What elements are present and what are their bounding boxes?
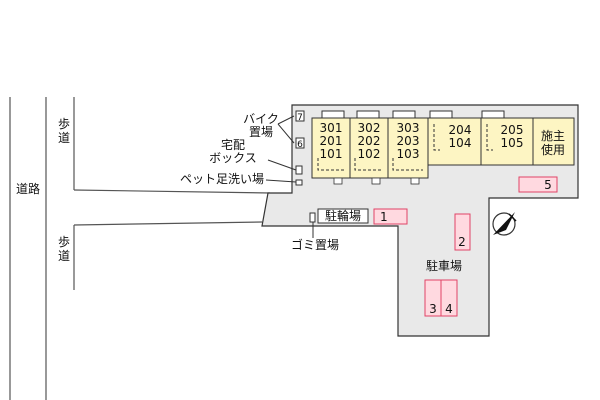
parking-area: 1 2 3 4 5 — [373, 176, 558, 317]
parking-space-number: 5 — [544, 178, 552, 192]
pet-wash-marker — [295, 179, 303, 186]
entry-dash-3 — [392, 158, 423, 171]
balcony-204 — [429, 110, 453, 119]
unit-number: 204 — [449, 123, 472, 137]
bike-spot-number: 6 — [297, 140, 303, 150]
unit-number: 301 — [320, 121, 343, 135]
step-2 — [371, 177, 381, 185]
unit-number: 303 — [397, 121, 420, 135]
parking-space-1 — [373, 208, 408, 225]
entry-dash-5 — [486, 124, 493, 151]
parking-space-number: 4 — [445, 302, 453, 316]
unit-number: 102 — [358, 147, 381, 161]
sidewalk-label-bottom-line2: 道 — [58, 249, 70, 263]
parking-space-4 — [440, 279, 458, 317]
unit-number: 105 — [501, 136, 524, 150]
parking-label: 駐車場 — [426, 258, 462, 273]
driveway-edge-bottom — [73, 221, 263, 226]
garbage-label: ゴミ置場 — [291, 237, 339, 252]
unit-number: 104 — [449, 136, 472, 150]
parking-space-2 — [454, 213, 471, 251]
bike-spot — [295, 137, 305, 149]
bike-spot — [295, 110, 305, 122]
balcony-302 — [356, 110, 380, 119]
bike-parking-label-line1: バイク — [243, 112, 279, 126]
step-1 — [333, 177, 343, 185]
owner-unit-label-line2: 使用 — [541, 142, 565, 157]
parking-space-number: 2 — [458, 235, 466, 249]
compass-north-arrow-icon — [492, 212, 517, 236]
balcony-303 — [392, 110, 416, 119]
garbage-marker — [309, 212, 316, 223]
sidewalk-label-top-line1: 歩 — [58, 116, 70, 131]
sidewalk-label-top-line2: 道 — [58, 131, 70, 145]
unit-number: 302 — [358, 121, 381, 135]
unit-block-5 — [480, 117, 534, 166]
bike-spot-number: 7 — [297, 113, 303, 123]
unit-number: 201 — [320, 134, 343, 148]
parking-space-5 — [518, 176, 558, 193]
delivery-box-label-line2: ボックス — [209, 151, 257, 165]
unit-number: 202 — [358, 134, 381, 148]
parking-space-number: 1 — [380, 210, 388, 224]
bicycle-parking-box — [317, 208, 369, 224]
owner-unit-block — [532, 117, 575, 166]
unit-block-4 — [427, 117, 482, 166]
pet-wash-label: ペット足洗い場 — [180, 172, 264, 186]
unit-number: 203 — [397, 134, 420, 148]
entry-dash-4 — [433, 124, 440, 151]
road-label-line1: 道路 — [16, 181, 40, 196]
leader-line-pet — [265, 179, 297, 183]
bicycle-parking-label: 駐輪場 — [325, 208, 361, 223]
parking-space-number: 3 — [429, 302, 437, 316]
building — [311, 117, 575, 185]
leader-line-bike — [277, 115, 295, 125]
entry-dash-2 — [354, 158, 383, 171]
unit-number: 101 — [320, 147, 343, 161]
delivery-box-label-line1: 宅配 — [221, 137, 245, 152]
leader-line-delivery — [267, 159, 297, 171]
balcony-301 — [321, 110, 345, 119]
unit-number: 205 — [501, 123, 524, 137]
unit-number: 103 — [397, 147, 420, 161]
driveway-edge-top — [73, 189, 271, 194]
entry-dash-1 — [317, 158, 345, 171]
step-3 — [410, 177, 420, 185]
leader-line-bike — [277, 123, 295, 144]
delivery-box-marker — [295, 165, 303, 175]
bike-parking-label-line2: 置場 — [249, 125, 273, 139]
sidewalk-label-bottom-line1: 歩 — [58, 234, 70, 249]
balcony-205 — [481, 110, 505, 119]
owner-unit-label-line1: 施主 — [541, 129, 565, 143]
